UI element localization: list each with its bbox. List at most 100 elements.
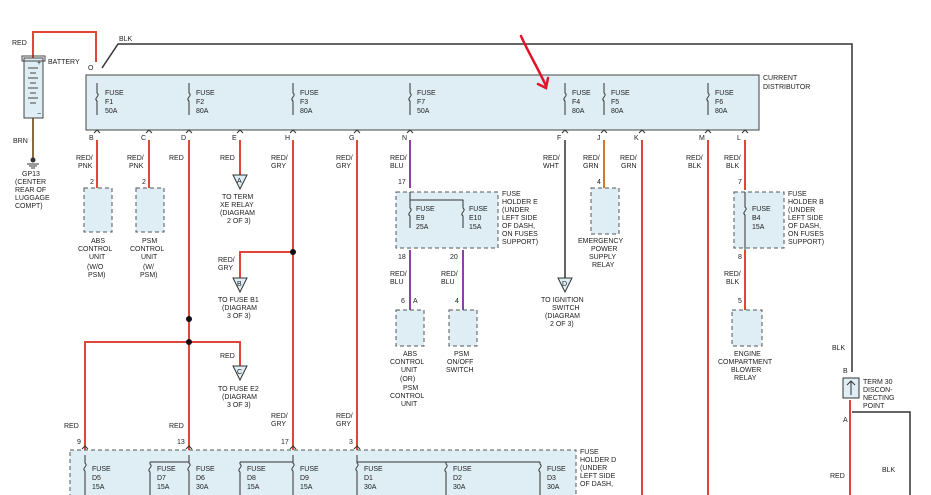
svg-text:RELAY: RELAY: [592, 262, 615, 269]
svg-text:RELAY: RELAY: [734, 375, 757, 382]
emergency-power-supply-relay: EMERGENCY POWER SUPPLY RELAY: [578, 187, 623, 269]
splice-d-upper: [186, 316, 192, 322]
svg-text:30A: 30A: [547, 484, 560, 491]
svg-text:7: 7: [738, 179, 742, 186]
ground-label: GP13: [22, 171, 40, 178]
svg-text:PSM): PSM): [140, 272, 158, 279]
wire-label-term-bottom: RED: [830, 473, 845, 480]
svg-text:BLU: BLU: [390, 279, 404, 286]
svg-text:LEFT SIDE: LEFT SIDE: [788, 215, 824, 222]
svg-text:E9: E9: [416, 215, 425, 222]
svg-text:17: 17: [281, 439, 289, 446]
svg-text:4: 4: [597, 179, 601, 186]
wire-label-n: RED/: [390, 155, 407, 162]
svg-text:50A: 50A: [105, 108, 118, 115]
wire-label-h-branch: RED/: [218, 257, 235, 264]
svg-text:BLU: BLU: [441, 279, 455, 286]
distributor-title-2: DISTRIBUTOR: [763, 84, 810, 91]
svg-text:D7: D7: [157, 475, 166, 482]
wire-label-e: RED: [220, 155, 235, 162]
svg-text:DISCON-: DISCON-: [863, 387, 893, 394]
wire-label-h: RED/: [271, 155, 288, 162]
svg-text:13: 13: [177, 439, 185, 446]
svg-text:PNK: PNK: [78, 163, 93, 170]
svg-text:F5: F5: [611, 99, 619, 106]
svg-text:PNK: PNK: [129, 163, 144, 170]
svg-text:4: 4: [455, 298, 459, 305]
svg-text:GRY: GRY: [271, 163, 286, 170]
wire-battery-blk: [101, 43, 853, 372]
svg-text:M: M: [699, 135, 705, 142]
svg-text:ABS: ABS: [91, 238, 105, 245]
svg-text:BLK: BLK: [726, 279, 740, 286]
svg-text:2 OF 3): 2 OF 3): [550, 321, 574, 328]
distributor-title-1: CURRENT: [763, 75, 798, 82]
svg-text:30A: 30A: [453, 484, 466, 491]
wire-label-m: RED/: [686, 155, 703, 162]
svg-text:F3: F3: [300, 99, 308, 106]
svg-text:FUSE: FUSE: [580, 449, 599, 456]
wires-layer: [32, 31, 911, 495]
svg-text:HOLDER D: HOLDER D: [580, 457, 616, 464]
svg-text:17: 17: [398, 179, 406, 186]
svg-text:80A: 80A: [572, 108, 585, 115]
svg-text:FUSE: FUSE: [788, 191, 807, 198]
abs-control-unit-wo-psm: ABS CONTROL UNIT (W/O PSM): [78, 187, 113, 279]
svg-text:F4: F4: [572, 99, 580, 106]
svg-text:15A: 15A: [157, 484, 170, 491]
svg-text:UNIT: UNIT: [401, 401, 418, 408]
pin-numbers: 2 2 17 18 20 4 7 8 5 6 A 4 9 13 17 3 B A: [77, 179, 848, 446]
svg-text:FUSE: FUSE: [572, 90, 591, 97]
wire-h-branch: [239, 251, 293, 278]
svg-text:15A: 15A: [469, 224, 482, 231]
svg-text:POWER: POWER: [591, 246, 617, 253]
distributor-pins: B C D E H G N F J K M L: [89, 135, 741, 142]
svg-text:K: K: [634, 135, 639, 142]
svg-text:D5: D5: [92, 475, 101, 482]
svg-text:6: 6: [401, 298, 405, 305]
ground-desc-2: REAR OF: [15, 187, 46, 194]
svg-text:30A: 30A: [196, 484, 209, 491]
svg-text:TERM 30: TERM 30: [863, 379, 893, 386]
svg-text:FUSE: FUSE: [300, 90, 319, 97]
svg-text:3 OF 3): 3 OF 3): [227, 313, 251, 320]
wire-term30-blk: [852, 411, 911, 495]
svg-text:D: D: [181, 135, 186, 142]
svg-text:FUSE: FUSE: [547, 466, 566, 473]
svg-text:FUSE: FUSE: [715, 90, 734, 97]
svg-text:L: L: [737, 135, 741, 142]
svg-text:FUSE: FUSE: [300, 466, 319, 473]
svg-text:B: B: [237, 281, 242, 288]
distributor-top-pin: O: [88, 65, 94, 72]
svg-text:GRY: GRY: [218, 265, 233, 272]
svg-text:TO IGNITION: TO IGNITION: [541, 297, 584, 304]
svg-text:LEFT SIDE: LEFT SIDE: [580, 473, 616, 480]
svg-text:9: 9: [77, 439, 81, 446]
svg-text:80A: 80A: [611, 108, 624, 115]
svg-text:COMPARTMENT: COMPARTMENT: [718, 359, 773, 366]
svg-text:(OR): (OR): [400, 376, 415, 383]
svg-text:(UNDER: (UNDER: [580, 465, 607, 472]
svg-text:FUSE: FUSE: [196, 90, 215, 97]
svg-text:3: 3: [349, 439, 353, 446]
svg-text:(DIAGRAM: (DIAGRAM: [220, 210, 255, 217]
wire-label-b: RED/: [76, 155, 93, 162]
term-30-disconnecting-point: TERM 30 DISCON- NECTING POINT: [842, 377, 895, 410]
svg-text:C: C: [141, 135, 146, 142]
svg-text:F7: F7: [417, 99, 425, 106]
wire-label-f: RED/: [543, 155, 560, 162]
svg-text:20: 20: [450, 254, 458, 261]
svg-text:BLK: BLK: [688, 163, 702, 170]
svg-text:FUSE: FUSE: [196, 466, 215, 473]
svg-text:ON FUSES: ON FUSES: [788, 231, 824, 238]
wire-label-d9: RED/: [271, 413, 288, 420]
svg-text:LEFT SIDE: LEFT SIDE: [502, 215, 538, 222]
svg-text:(DIAGRAM: (DIAGRAM: [222, 305, 257, 312]
